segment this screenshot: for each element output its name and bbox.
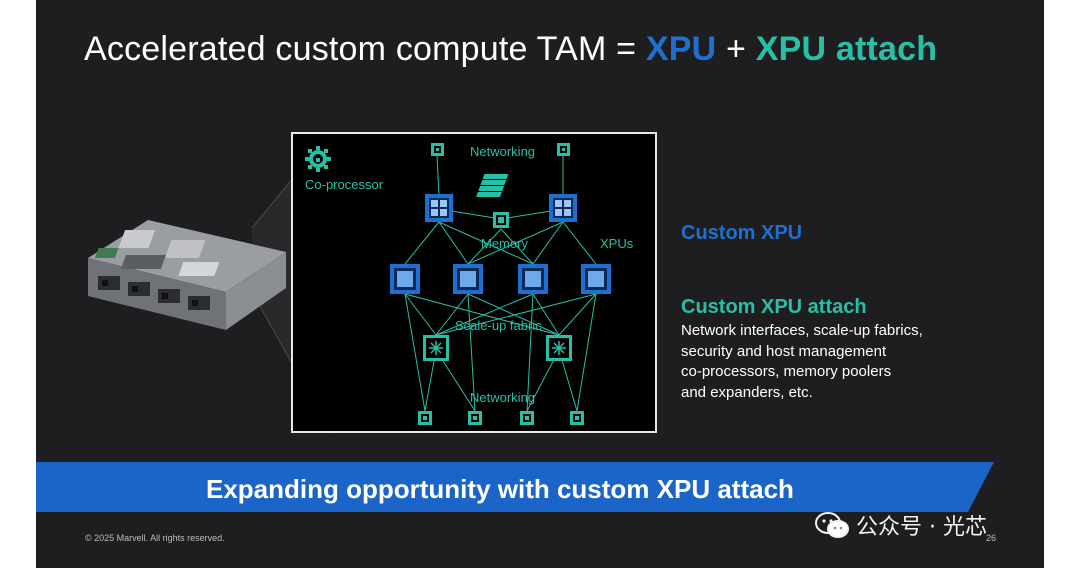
attach-line: and expanders, etc. <box>681 383 813 401</box>
attach-line: Network interfaces, scale-up fabrics, <box>681 322 923 339</box>
coprocessor-label: Co-processor <box>305 177 384 192</box>
custom-xpu-attach-heading: Custom XPU attach <box>681 296 867 318</box>
gear-icon <box>305 146 331 172</box>
watermark-text: 公众号 · 光芯 <box>856 515 987 540</box>
watermark: 公众号 · 光芯 <box>814 510 987 540</box>
networking-top-nodes <box>431 143 570 156</box>
switch-nodes <box>425 194 577 222</box>
architecture-diagram: Networking Co-processor Memory XPUs Scal… <box>291 132 657 433</box>
title-plus: + <box>716 30 756 68</box>
xpu-nodes <box>390 264 611 294</box>
server-image <box>76 131 332 434</box>
networking-bottom-nodes <box>418 411 584 425</box>
page-number: 26 <box>986 533 997 543</box>
xpus-label: XPUs <box>600 236 634 251</box>
wechat-icon <box>815 512 849 538</box>
memory-icon <box>476 174 509 228</box>
attach-line: co-processors, memory poolers <box>681 363 892 380</box>
attach-description: Network interfaces, scale-up fabrics, se… <box>681 321 981 403</box>
attach-line: security and host management <box>681 342 887 360</box>
scaleup-fabric-label: Scale-up fabric <box>455 318 542 333</box>
title-xpu-attach: XPU attach <box>755 30 938 68</box>
networking-bottom-label: Networking <box>470 390 535 405</box>
networking-top-label: Networking <box>470 144 535 159</box>
copyright: © 2025 Marvell. All rights reserved. <box>85 533 225 543</box>
slide-title: Accelerated custom compute TAM = XPU + X… <box>84 30 937 69</box>
banner-text: Expanding opportunity with custom XPU at… <box>206 474 794 504</box>
title-xpu: XPU <box>645 30 717 68</box>
title-prefix: Accelerated custom compute TAM = <box>84 30 646 68</box>
fabric-switch-nodes <box>423 335 572 361</box>
memory-label: Memory <box>481 236 528 251</box>
custom-xpu-heading: Custom XPU <box>681 222 803 244</box>
slide: Accelerated custom compute TAM = XPU + X… <box>36 0 1044 568</box>
banner-background <box>36 462 994 512</box>
